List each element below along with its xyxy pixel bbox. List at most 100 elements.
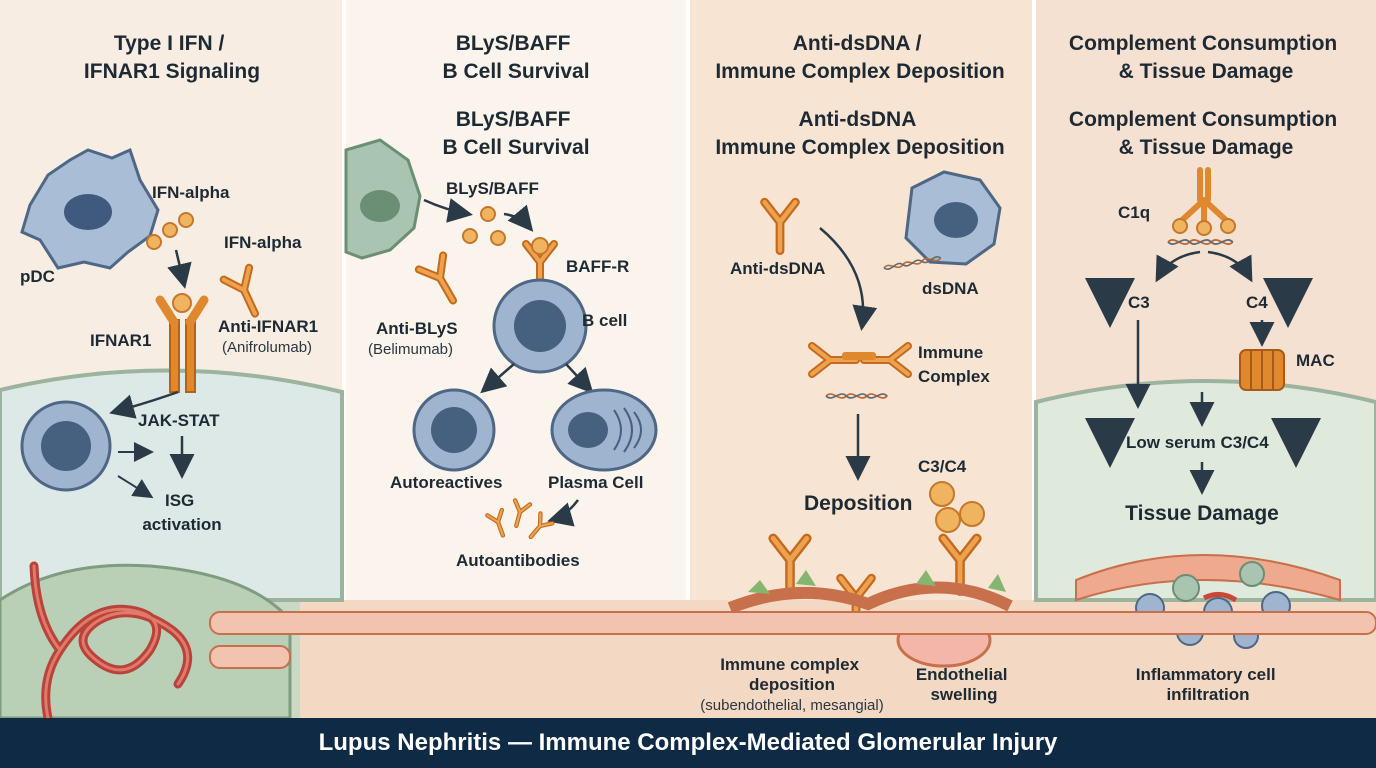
ifn-alpha-particle	[178, 212, 194, 228]
dendritic-cell	[344, 138, 422, 260]
panel-1-title-line: Type I IFN /	[114, 32, 225, 55]
arrow	[503, 204, 534, 232]
immune-complex	[812, 346, 908, 399]
arrow	[167, 249, 192, 289]
baff-particle	[462, 228, 478, 244]
arrow	[480, 363, 515, 394]
deposition-label: Deposition	[804, 492, 913, 515]
glomerulus	[0, 561, 292, 723]
panel-4-subtitle-line: & Tissue Damage	[1119, 136, 1294, 159]
autoantibodies-label: Autoantibodies	[456, 551, 580, 570]
baff-r-label: BAFF-R	[566, 257, 629, 276]
baff-particle	[480, 206, 496, 222]
autoreactives-label: Autoreactives	[390, 473, 502, 492]
c1q-complex	[1167, 167, 1236, 245]
panel-3-title-line: Anti-dsDNA /	[793, 32, 922, 55]
panel-2-title: BLyS/BAFF B Cell Survival	[442, 32, 589, 83]
c3c4-particle	[929, 481, 955, 507]
panel-3-subtitle-line: Immune Complex Deposition	[715, 136, 1004, 159]
ifn-alpha-label: IFN-alpha	[224, 233, 302, 252]
target-cell	[20, 400, 112, 492]
panel-2-subtitle-line: BLyS/BAFF	[456, 108, 571, 131]
anti-ifnar1-label: Anti-IFNAR1	[218, 317, 318, 336]
low-serum-label: Low serum C3/C4	[1126, 433, 1269, 452]
green-deposit	[916, 570, 936, 586]
dsdna-label: dsDNA	[922, 279, 979, 298]
ic-deposition-label-line: Immune complex	[720, 655, 859, 674]
apoptotic-cell	[904, 170, 1002, 266]
green-deposit	[796, 570, 816, 586]
immune-complex-label-line: Immune	[918, 343, 983, 362]
plasma-cell	[550, 388, 658, 472]
panel-1-title-line: IFNAR1 Signaling	[84, 60, 260, 83]
belimumab-label: (Belimumab)	[368, 341, 453, 358]
anti-blys-label: Anti-BLyS	[376, 319, 458, 338]
arrow	[1155, 250, 1201, 283]
plasma-cell-label: Plasma Cell	[548, 473, 643, 492]
ifnar1-label: IFNAR1	[90, 331, 151, 350]
arrow	[565, 363, 594, 394]
jak-stat-label: JAK-STAT	[138, 411, 220, 430]
panel-3-title-line: Immune Complex Deposition	[715, 60, 1004, 83]
endothelial-swelling-label: Endothelial swelling	[916, 665, 1012, 704]
endothelial-swelling-label-line: swelling	[930, 685, 997, 704]
panel-3-subtitle-line: Anti-dsDNA	[799, 108, 917, 131]
immune-complex-label: Immune Complex	[918, 343, 990, 386]
pdc-cell	[20, 147, 160, 270]
blys-baff-label: BLyS/BAFF	[446, 179, 539, 198]
inflammatory-infiltration-label-line: Inflammatory cell	[1136, 665, 1276, 684]
panel-4-title-line: & Tissue Damage	[1119, 60, 1294, 83]
anti-dsdna-label: Anti-dsDNA	[730, 259, 825, 278]
b-cell	[492, 278, 588, 374]
c3c4-particle	[959, 501, 985, 527]
panel-2-subtitle-line: B Cell Survival	[442, 136, 589, 159]
endothelial-layer	[727, 581, 1013, 614]
panel-1-title: Type I IFN / IFNAR1 Signaling	[84, 32, 260, 83]
b-cell-label: B cell	[582, 311, 627, 330]
arrow	[819, 227, 878, 331]
footer-banner: Lupus Nephritis — Immune Complex-Mediate…	[0, 718, 1376, 768]
mac-label: MAC	[1296, 351, 1335, 370]
isg-label-line: ISG	[165, 491, 194, 510]
panel-4-title-line: Complement Consumption	[1069, 32, 1337, 55]
c1q-label: C1q	[1118, 203, 1150, 222]
autoreactive-cell	[412, 388, 496, 472]
footer-title: Lupus Nephritis — Immune Complex-Mediate…	[318, 729, 1058, 756]
c3c4-label: C3/C4	[918, 457, 967, 476]
ifn-alpha-label: IFN-alpha	[152, 183, 230, 202]
endothelial-swelling-label-line: Endothelial	[916, 665, 1008, 684]
c4-label: C4	[1246, 293, 1268, 312]
mac-pore	[1239, 349, 1285, 391]
isg-label: ISG activation	[142, 491, 221, 534]
baff-bound	[531, 237, 549, 255]
arrow	[547, 499, 579, 527]
arrow	[109, 390, 179, 419]
panel-2-title-line: BLyS/BAFF	[456, 32, 571, 55]
panel-3-subtitle: Anti-dsDNA Immune Complex Deposition	[715, 108, 1004, 159]
arrow	[117, 475, 154, 499]
pdc-label: pDC	[20, 267, 55, 286]
ic-deposition-label: Immune complex deposition	[720, 655, 864, 694]
panel-2-subtitle: BLyS/BAFF B Cell Survival	[442, 108, 589, 159]
panel-4-subtitle: Complement Consumption & Tissue Damage	[1069, 108, 1343, 159]
ic-deposition-detail: (subendothelial, mesangial)	[700, 697, 883, 714]
c3-label: C3	[1128, 293, 1150, 312]
anifrolumab-label: (Anifrolumab)	[222, 339, 312, 356]
ifn-alpha-particle	[162, 222, 178, 238]
green-deposit	[748, 580, 770, 594]
arrow	[1207, 250, 1253, 283]
ifnar1-receptor	[155, 293, 209, 393]
panel-2-title-line: B Cell Survival	[442, 60, 589, 83]
inflammatory-infiltration-label: Inflammatory cell infiltration	[1136, 665, 1281, 704]
isg-label-line: activation	[142, 515, 221, 534]
panel-4-subtitle-line: Complement Consumption	[1069, 108, 1337, 131]
basement-membrane-tubule	[209, 611, 1376, 669]
panel-3-title: Anti-dsDNA / Immune Complex Deposition	[715, 32, 1004, 83]
ic-deposition-label-line: deposition	[749, 675, 835, 694]
tissue-damage-label: Tissue Damage	[1125, 502, 1279, 525]
panel-4-title: Complement Consumption & Tissue Damage	[1069, 32, 1343, 83]
baff-particle	[490, 230, 506, 246]
arrow	[423, 198, 473, 223]
